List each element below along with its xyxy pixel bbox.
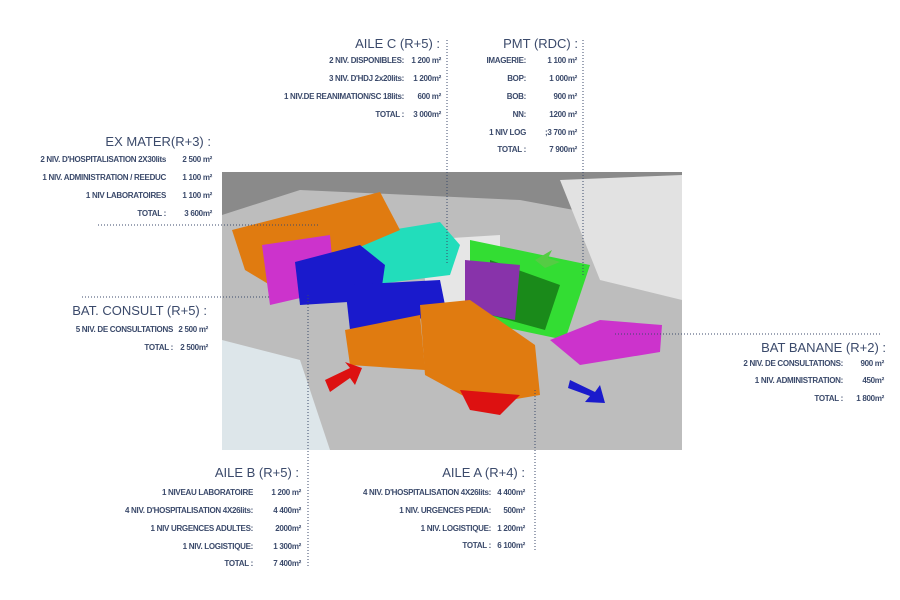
row-label: TOTAL : bbox=[224, 559, 253, 568]
row-value: 900 m² bbox=[860, 359, 884, 368]
row-label: BOB: bbox=[506, 92, 527, 101]
row-label: 3 NIV. D'HDJ 2x20lits: bbox=[328, 74, 404, 83]
row-label: 1 NIV URGENCES ADULTES: bbox=[150, 524, 254, 533]
row-value: 600 m² bbox=[417, 92, 441, 101]
green-arrow-icon bbox=[535, 250, 560, 268]
aile-b-building bbox=[345, 315, 425, 370]
aile-a-building bbox=[420, 300, 540, 405]
block-title: BAT. CONSULT (R+5) : bbox=[72, 303, 207, 318]
row-label: 1 NIV. ADMINISTRATION / REEDUC bbox=[42, 173, 166, 182]
row-label: 1 NIVEAU LABORATOIRE bbox=[161, 488, 253, 497]
row-label: 2 NIV. DE CONSULTATIONS: bbox=[743, 359, 843, 368]
block-title: AILE C (R+5) : bbox=[355, 36, 440, 51]
block-title: AILE B (R+5) : bbox=[214, 465, 299, 480]
row-value: 2 500 m² bbox=[182, 155, 212, 164]
row-label: 2 NIV. DISPONIBLES: bbox=[329, 56, 404, 65]
red-arrow-icon bbox=[325, 362, 362, 392]
row-value: 1 800m² bbox=[856, 394, 884, 403]
row-value: 2000m² bbox=[275, 524, 301, 533]
row-label: TOTAL : bbox=[144, 343, 173, 352]
row-value: 7 400m² bbox=[273, 559, 301, 568]
row-label: NN: bbox=[512, 110, 527, 119]
block-title: BAT BANANE (R+2) : bbox=[761, 340, 886, 355]
row-label: TOTAL : bbox=[814, 394, 843, 403]
row-label: 1 NIV LABORATOIRES bbox=[85, 191, 166, 200]
row-label: TOTAL : bbox=[497, 145, 526, 154]
row-value: 1 200m² bbox=[497, 524, 525, 533]
row-label: 4 NIV. D'HOSPITALISATION 4X26lits: bbox=[362, 488, 491, 497]
row-label: 2 NIV. D'HOSPITALISATION 2X30lits bbox=[40, 155, 166, 164]
row-label: 4 NIV. D'HOSPITALISATION 4X26lits: bbox=[124, 506, 253, 515]
cyan-building bbox=[360, 222, 460, 285]
neighbor-buildings bbox=[560, 175, 682, 300]
row-value: 900 m² bbox=[553, 92, 577, 101]
block-title: PMT (RDC) : bbox=[503, 36, 578, 51]
row-label: IMAGERIE: bbox=[486, 56, 526, 65]
block-title: EX MATER(R+3) : bbox=[105, 134, 211, 149]
blue-arrow-icon bbox=[568, 380, 605, 403]
row-value: 1 200 m² bbox=[271, 488, 301, 497]
row-value: 1 000m² bbox=[549, 74, 577, 83]
row-label: BOP: bbox=[507, 74, 526, 83]
row-label: 1 NIV.DE REANIMATION/SC 18lits: bbox=[283, 92, 404, 101]
row-label: TOTAL : bbox=[375, 110, 404, 119]
row-label: 1 NIV. LOGISTIQUE: bbox=[420, 524, 492, 533]
block-title: AILE A (R+4) : bbox=[442, 465, 525, 480]
row-label: TOTAL : bbox=[137, 209, 166, 218]
row-value: 7 900m² bbox=[549, 145, 577, 154]
row-label: 1 NIV. URGENCES PEDIA: bbox=[399, 506, 491, 515]
row-value: 1 100 m² bbox=[547, 56, 577, 65]
row-value: 1200 m² bbox=[549, 110, 577, 119]
row-value: 3 600m² bbox=[184, 209, 212, 218]
row-value: 450m² bbox=[862, 376, 884, 385]
row-value: 500m² bbox=[503, 506, 525, 515]
row-label: 1 NIV LOG bbox=[489, 128, 526, 137]
row-label: 1 NIV. LOGISTIQUE: bbox=[182, 542, 254, 551]
leader-lines bbox=[82, 40, 880, 568]
row-value: 1 100 m² bbox=[182, 173, 212, 182]
row-value: 1 200 m² bbox=[411, 56, 441, 65]
row-value: 4 400m² bbox=[497, 488, 525, 497]
row-label: 1 NIV. ADMINISTRATION: bbox=[754, 376, 844, 385]
row-value: 6 100m² bbox=[497, 541, 525, 550]
row-label: 5 NIV. DE CONSULTATIONS bbox=[75, 325, 174, 334]
bat-banane-building bbox=[550, 320, 662, 365]
row-value: 1 100 m² bbox=[182, 191, 212, 200]
red-base bbox=[460, 390, 520, 415]
row-value: 1 200m² bbox=[413, 74, 441, 83]
row-value: 3 000m² bbox=[413, 110, 441, 119]
row-value: 1 300m² bbox=[273, 542, 301, 551]
row-value: 2 500m² bbox=[180, 343, 208, 352]
purple-building bbox=[465, 260, 520, 320]
row-value: 2 500 m² bbox=[178, 325, 208, 334]
water-area bbox=[222, 340, 330, 450]
row-value: 4 400m² bbox=[273, 506, 301, 515]
row-label: TOTAL : bbox=[462, 541, 491, 550]
row-value: ;3 700 m² bbox=[545, 128, 577, 137]
